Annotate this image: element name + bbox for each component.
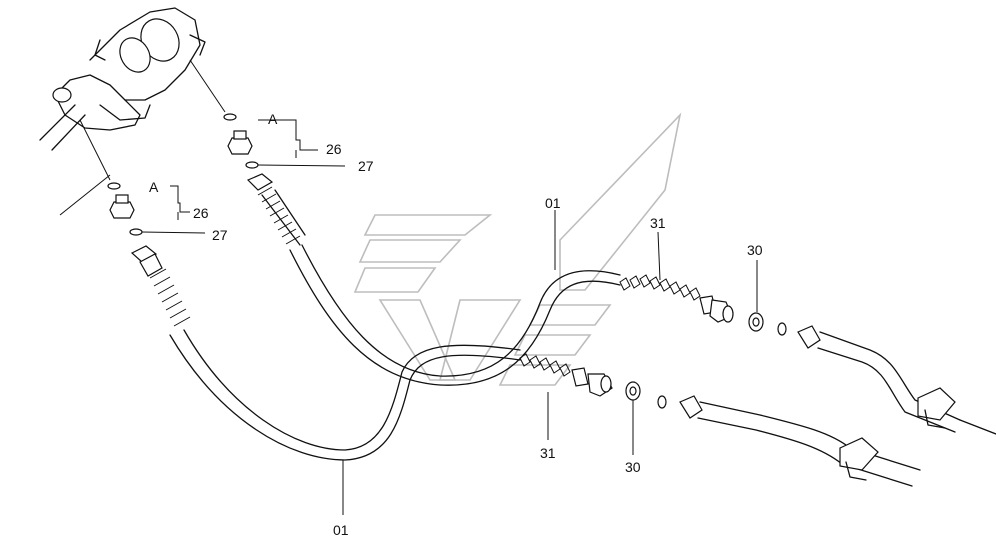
oring-right-upper <box>777 322 787 336</box>
callout-31-upper: 31 <box>650 215 666 231</box>
callout-30-lower: 30 <box>625 459 641 475</box>
upper-adapter-group <box>227 119 346 169</box>
callout-a-lower: A <box>149 179 159 195</box>
leader-lines <box>342 210 758 515</box>
pipe-lower-right <box>679 395 921 487</box>
callout-a-upper: A <box>268 111 278 127</box>
oring-right-lower <box>657 395 667 409</box>
pipe-upper-right <box>797 325 996 435</box>
callout-30-upper: 30 <box>747 242 763 258</box>
callout-27-upper: 27 <box>358 158 374 174</box>
callout-26-upper: 26 <box>326 141 342 157</box>
callout-01-lower: 01 <box>333 522 349 538</box>
callout-26-lower: 26 <box>193 205 209 221</box>
callout-27-lower: 27 <box>212 227 228 243</box>
hose-lower <box>130 245 521 461</box>
pump-motor-assembly <box>39 7 237 216</box>
hose-upper <box>246 173 621 386</box>
lower-end-fitting <box>519 353 613 397</box>
hose-upper-spring <box>257 186 301 245</box>
upper-end-fitting <box>619 274 734 323</box>
lower-adapter-group <box>109 185 206 236</box>
hose-lower-spring <box>149 268 191 327</box>
callout-31-lower: 31 <box>540 445 556 461</box>
callout-01-upper: 01 <box>545 195 561 211</box>
watermark-logo <box>353 112 682 386</box>
